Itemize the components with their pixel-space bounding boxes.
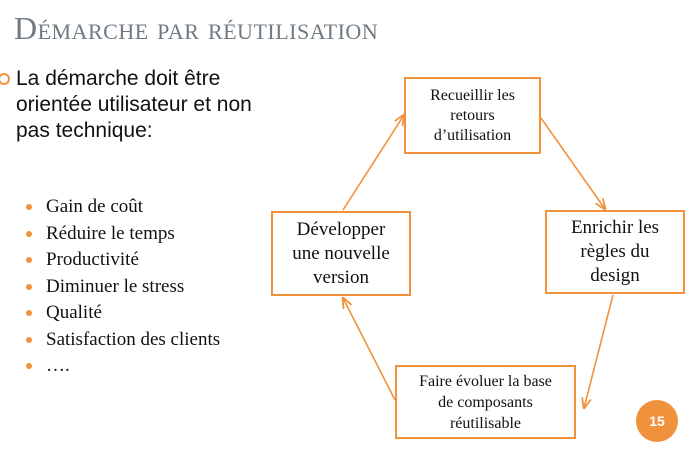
- cycle-step-evolve-components: Faire évoluer la base de composants réut…: [395, 365, 576, 439]
- list-item-label: ….: [46, 355, 70, 376]
- list-item: Gain de coût: [24, 196, 220, 223]
- list-item-label: Productivité: [46, 249, 139, 270]
- bullet-dot-icon: [26, 283, 32, 290]
- cycle-step-develop-version: Développer une nouvelle version: [271, 211, 411, 296]
- page-number-badge: 15: [636, 400, 678, 442]
- bullet-dot-icon: [26, 204, 32, 210]
- list-item-label: Gain de coût: [46, 196, 144, 217]
- arrow-bottom-to-left: [343, 298, 396, 401]
- list-item: ….: [24, 355, 220, 382]
- list-item-label: Satisfaction des clients: [46, 328, 221, 350]
- bullet-dot-icon: [26, 363, 32, 369]
- list-item: Diminuer le stress: [24, 276, 220, 303]
- arrow-top-to-right: [540, 117, 605, 209]
- arrow-left-to-top: [342, 115, 404, 211]
- intro-bullet-icon: [0, 73, 10, 85]
- arrow-right-to-bottom: [584, 294, 614, 408]
- list-item-label: Réduire le temps: [46, 222, 175, 244]
- list-item: Satisfaction des clients: [24, 329, 220, 356]
- list-item-label: Qualité: [46, 302, 102, 323]
- list-item: Qualité: [24, 302, 220, 329]
- cycle-step-label: Faire évoluer la base de composants réut…: [419, 372, 552, 432]
- bullet-dot-icon: [26, 310, 32, 316]
- cycle-step-label: Recueillir les retours d’utilisation: [430, 86, 515, 144]
- cycle-step-collect-feedback: Recueillir les retours d’utilisation: [404, 77, 541, 154]
- benefits-list: Gain de coût Réduire le temps Productivi…: [24, 196, 220, 382]
- bullet-dot-icon: [26, 336, 32, 343]
- slide-title: Démarche par réutilisation: [14, 10, 379, 46]
- list-item-label: Diminuer le stress: [46, 275, 185, 297]
- list-item: Réduire le temps: [24, 223, 220, 250]
- bullet-dot-icon: [26, 257, 32, 263]
- cycle-step-enrich-rules: Enrichir les règles du design: [545, 210, 685, 294]
- intro-text: La démarche doit être orientée utilisate…: [16, 67, 252, 142]
- cycle-step-label: Développer une nouvelle version: [292, 218, 390, 288]
- list-item: Productivité: [24, 249, 220, 276]
- cycle-step-label: Enrichir les règles du design: [570, 217, 660, 286]
- bullet-dot-icon: [26, 230, 32, 237]
